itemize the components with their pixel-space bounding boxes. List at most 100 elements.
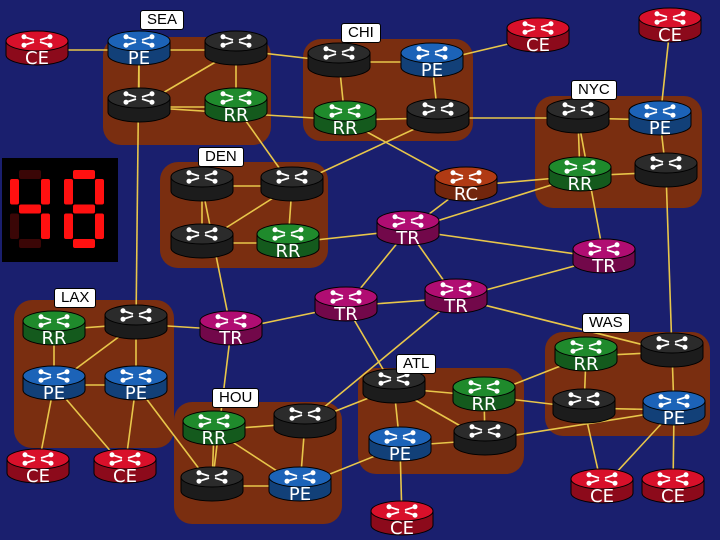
router-arrows xyxy=(570,340,602,354)
router-tr_lax[interactable]: router-iconTR xyxy=(199,310,263,349)
router-top xyxy=(370,500,434,522)
router-den_c1[interactable]: router-icon xyxy=(170,166,234,202)
router-arrows xyxy=(196,470,228,484)
router-pe_lax1[interactable]: router-iconPE xyxy=(22,365,86,404)
router-arrows xyxy=(186,170,218,184)
router-rr_atl[interactable]: router-iconRR xyxy=(452,376,516,415)
router-arrows xyxy=(38,314,70,328)
router-arrows xyxy=(568,392,600,406)
router-rc_den[interactable]: router-iconRC xyxy=(434,166,498,205)
site-label-nyc: NYC xyxy=(571,80,617,100)
router-tr_den[interactable]: router-iconTR xyxy=(376,210,440,249)
router-top xyxy=(452,376,516,398)
router-top xyxy=(22,365,86,387)
router-top xyxy=(104,304,168,326)
router-label: PE xyxy=(389,444,411,465)
router-arrows xyxy=(564,160,596,174)
router-label: PE xyxy=(289,484,311,505)
router-rr_den[interactable]: router-iconRR xyxy=(256,223,320,262)
router-ce_chi[interactable]: router-iconCE xyxy=(506,17,570,56)
router-atl_c2[interactable]: router-icon xyxy=(453,420,517,456)
router-hou_c2[interactable]: router-icon xyxy=(273,403,337,439)
router-label: CE xyxy=(113,466,137,487)
router-tr_c1[interactable]: router-iconTR xyxy=(314,286,378,325)
segment-a xyxy=(19,170,41,179)
router-was_c1[interactable]: router-icon xyxy=(640,332,704,368)
router-rr_hou[interactable]: router-iconRR xyxy=(182,410,246,449)
router-rr_chi[interactable]: router-iconRR xyxy=(313,100,377,139)
router-top xyxy=(204,87,268,109)
site-label-sea: SEA xyxy=(140,10,185,30)
link-nyc_c2-was_c1 xyxy=(665,171,673,353)
segment-c xyxy=(95,213,104,239)
router-top xyxy=(104,365,168,387)
router-den_c2[interactable]: router-icon xyxy=(260,166,324,202)
router-top xyxy=(204,30,268,52)
router-label: PE xyxy=(421,60,443,81)
router-hou_c1[interactable]: router-icon xyxy=(180,466,244,502)
router-pe_was[interactable]: router-iconPE xyxy=(642,390,706,429)
router-lax_c1[interactable]: router-icon xyxy=(104,304,168,340)
link-tr_c2-was_c1 xyxy=(455,297,673,353)
router-label: CE xyxy=(590,486,614,507)
router-label: PE xyxy=(128,48,150,69)
router-pe_hou[interactable]: router-iconPE xyxy=(268,466,332,505)
counter-display: 48 xyxy=(2,158,118,262)
router-pe_atl[interactable]: router-iconPE xyxy=(368,426,432,465)
router-sea_c2[interactable]: router-icon xyxy=(107,87,171,123)
site-label-atl: ATL xyxy=(396,354,437,374)
segment-c xyxy=(41,213,50,239)
router-top xyxy=(273,403,337,425)
router-rr_nyc[interactable]: router-iconRR xyxy=(548,156,612,195)
router-chi_c1[interactable]: router-icon xyxy=(307,42,371,78)
segment-a xyxy=(73,170,95,179)
router-pe_nyc[interactable]: router-iconPE xyxy=(628,100,692,139)
router-arrows xyxy=(186,227,218,241)
router-nyc_c1[interactable]: router-icon xyxy=(546,98,610,134)
segment-b xyxy=(95,179,104,205)
link-tr_den-tr_nyc xyxy=(407,229,605,259)
router-was_c2[interactable]: router-icon xyxy=(552,388,616,424)
router-arrows xyxy=(220,91,252,105)
router-top xyxy=(256,223,320,245)
router-top xyxy=(6,448,70,470)
router-rr_lax[interactable]: router-iconRR xyxy=(22,310,86,349)
router-ce_was1[interactable]: router-iconCE xyxy=(570,468,634,507)
router-arrows xyxy=(650,156,682,170)
router-arrows xyxy=(215,314,247,328)
router-sea_c1[interactable]: router-icon xyxy=(204,30,268,66)
router-top xyxy=(313,100,377,122)
router-arrows xyxy=(440,282,472,296)
router-pe_chi[interactable]: router-iconPE xyxy=(400,42,464,81)
router-ce_sea[interactable]: router-iconCE xyxy=(5,30,69,69)
router-ce_atl[interactable]: router-iconCE xyxy=(370,500,434,539)
router-arrows xyxy=(289,407,321,421)
router-top xyxy=(307,42,371,64)
router-arrows xyxy=(329,104,361,118)
router-arrows xyxy=(658,394,690,408)
router-chi_c2[interactable]: router-icon xyxy=(406,98,470,134)
router-top xyxy=(546,98,610,120)
router-arrows xyxy=(323,46,355,60)
router-ce_lax1[interactable]: router-iconCE xyxy=(6,448,70,487)
router-atl_c1[interactable]: router-icon xyxy=(362,368,426,404)
router-nyc_c2[interactable]: router-icon xyxy=(634,152,698,188)
router-arrows xyxy=(38,369,70,383)
router-arrows xyxy=(378,372,410,386)
router-rr_was[interactable]: router-iconRR xyxy=(554,336,618,375)
router-rr_sea[interactable]: router-iconRR xyxy=(204,87,268,126)
router-den_c3[interactable]: router-icon xyxy=(170,223,234,259)
router-arrows xyxy=(450,170,482,184)
router-tr_nyc[interactable]: router-iconTR xyxy=(572,238,636,277)
router-top xyxy=(400,42,464,64)
link-den_c1-tr_lax xyxy=(201,185,232,331)
router-top xyxy=(314,286,378,308)
router-label: TR xyxy=(218,328,243,349)
